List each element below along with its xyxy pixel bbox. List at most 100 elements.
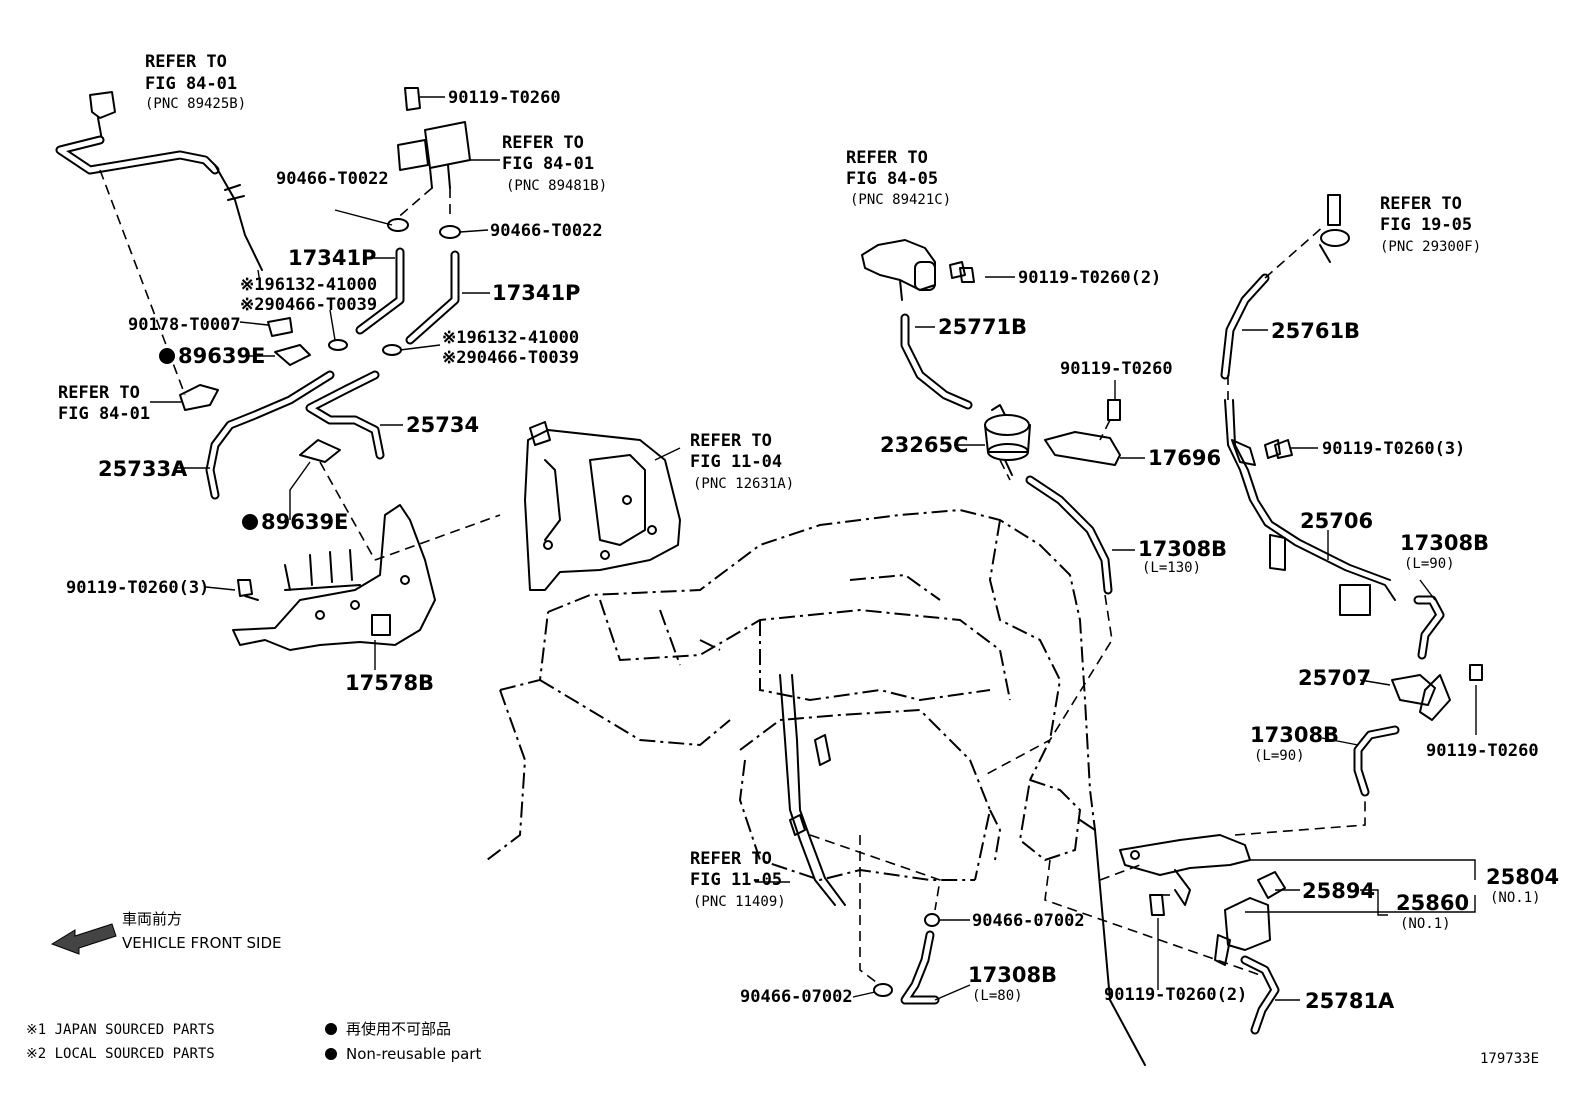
bolt-top-label: 90119-T0260 — [448, 88, 561, 108]
ref-84-01-left-l2: FIG 84-01 — [58, 404, 150, 424]
callout-labels: REFER TO FIG 84-01 (PNC 89425B) 90119-T0… — [58, 52, 1559, 1013]
nonreuse-en-label: Non-reusable part — [346, 1045, 481, 1063]
ref-84-01-top-l3: (PNC 89425B) — [145, 96, 246, 112]
ref-11-04-l1: REFER TO — [690, 431, 772, 451]
engine-outline — [486, 508, 1146, 1066]
timing-cover-bracket — [524, 421, 681, 591]
ref-11-05-l2: FIG 11-05 — [690, 870, 782, 890]
bolt-far-right-label: 90119-T0260 — [1426, 741, 1539, 761]
legend: 車両前方 VEHICLE FRONT SIDE ※1 JAPAN SOURCED… — [26, 910, 1539, 1067]
hose-17308b-90b-len: (L=90) — [1254, 748, 1305, 764]
note2-label: ※2 LOCAL SOURCED PARTS — [26, 1046, 215, 1062]
ref-84-05-l2: FIG 84-05 — [846, 169, 938, 189]
filter-23265c — [984, 404, 1031, 476]
hose-25771b-label: 25771B — [938, 315, 1027, 339]
hose-25771b — [900, 313, 973, 410]
hose-17308b-80-len: (L=80) — [972, 988, 1023, 1004]
clamp-right-label: 90466-T0022 — [490, 221, 603, 241]
gasket-25894-label: 25894 — [1302, 879, 1375, 903]
front-jp-label: 車両前方 — [122, 910, 182, 928]
filter-23265c-label: 23265C — [880, 433, 968, 457]
ref-84-01-mid-l1: REFER TO — [502, 133, 584, 153]
ref-11-04-l3: (PNC 12631A) — [693, 476, 794, 492]
bracket-17578b-label: 17578B — [345, 671, 434, 695]
hose-17308b-90a-len: (L=90) — [1404, 556, 1455, 572]
front-en-label: VEHICLE FRONT SIDE — [122, 934, 282, 952]
bracket-17696 — [1044, 399, 1121, 466]
left-sensor — [55, 91, 263, 271]
note-left-2: ※290466-T0039 — [240, 295, 377, 315]
ref-84-01-mid-l3: (PNC 89481B) — [506, 178, 607, 194]
hose-17308b-90b — [1353, 725, 1400, 797]
valve-25804-sub: (NO.1) — [1490, 890, 1541, 906]
hose-25781a-label: 25781A — [1305, 989, 1395, 1013]
note1-label: ※1 JAPAN SOURCED PARTS — [26, 1022, 215, 1038]
clamp-07002-b-label: 90466-07002 — [740, 987, 853, 1007]
nonreusable-legend-dot-icon-2 — [325, 1048, 337, 1060]
bolt-sensor-label: 90119-T0260(2) — [1018, 268, 1161, 288]
hose-25781a — [1240, 955, 1280, 1035]
ref-84-01-mid-l2: FIG 84-01 — [502, 154, 594, 174]
ref-84-01-top-l1: REFER TO — [145, 52, 227, 72]
hose-17308b-130-label: 17308B — [1138, 537, 1227, 561]
vsv-top — [387, 87, 471, 239]
ref-11-05-l3: (PNC 11409) — [693, 894, 786, 910]
clamp-07002-a-label: 90466-07002 — [972, 911, 1085, 931]
dash-links — [99, 169, 1326, 776]
front-arrow-icon — [50, 923, 117, 955]
hose-17308b-80-label: 17308B — [968, 963, 1057, 987]
valve-assembly-25804 — [1119, 834, 1286, 966]
bolt-icons — [237, 261, 1281, 601]
note-left-1: ※196132-41000 — [240, 275, 377, 295]
bracket-25707-label: 25707 — [1298, 666, 1371, 690]
ref-84-01-left-l1: REFER TO — [58, 383, 140, 403]
ref-84-05-l3: (PNC 89421C) — [850, 192, 951, 208]
valve-25804-label: 25804 — [1486, 865, 1559, 889]
hoses-17341p — [328, 247, 460, 356]
ref-11-04-l2: FIG 11-04 — [690, 452, 782, 472]
bracket-17578b — [232, 504, 436, 651]
clip-90178-label: 90178-T0007 — [128, 315, 241, 335]
note-right-1: ※196132-41000 — [442, 328, 579, 348]
hose-17308b-90a — [1413, 595, 1445, 660]
bolt-bottom-label: 90119-T0260(2) — [1104, 985, 1247, 1005]
nonreuse-jp-label: 再使用不可部品 — [346, 1020, 451, 1038]
lower-dash-links — [809, 800, 1366, 986]
hose-17308b-130 — [1025, 475, 1113, 595]
pipes-25733a-25734 — [179, 317, 385, 500]
valve-25860-sub: (NO.1) — [1400, 916, 1451, 932]
hose-17308b-90a-label: 17308B — [1400, 531, 1489, 555]
pipe-25706-label: 25706 — [1300, 509, 1373, 533]
hose-17308b-90b-label: 17308B — [1250, 723, 1339, 747]
bolt-mid-label: 90119-T0260 — [1060, 359, 1173, 379]
nonreusable-legend-dot-icon — [325, 1023, 337, 1035]
hose-17308b-80 — [873, 913, 940, 1005]
ref-19-05-l2: FIG 19-05 — [1380, 215, 1472, 235]
ref-19-05-l1: REFER TO — [1380, 194, 1462, 214]
clamp-left-label: 90466-T0022 — [276, 169, 389, 189]
leaders — [150, 96, 1477, 1001]
ref-84-01-top-l2: FIG 84-01 — [145, 74, 237, 94]
bolt-right-label: 90119-T0260(3) — [1322, 439, 1465, 459]
ref-11-05-l1: REFER TO — [690, 849, 772, 869]
hose-17341p-left-label: 17341P — [288, 246, 376, 270]
bracket-89639e-top-label: 89639E — [178, 344, 265, 368]
sensor-84-05 — [861, 239, 975, 301]
valve-25860-label: 25860 — [1396, 891, 1469, 915]
note-right-2: ※290466-T0039 — [442, 348, 579, 368]
dipstick-11-05 — [779, 674, 846, 906]
pipe-25734-label: 25734 — [406, 413, 479, 437]
hose-17341p-right-label: 17341P — [492, 281, 580, 305]
bracket-25707 — [1391, 664, 1483, 721]
nonreusable-dot-icon — [159, 348, 175, 364]
pipe-25733a-label: 25733A — [98, 457, 188, 481]
bracket-89639e-bottom-label: 89639E — [261, 510, 348, 534]
hose-17308b-130-len: (L=130) — [1142, 560, 1201, 576]
right-assembly — [1220, 194, 1396, 616]
nonreusable-dot-icon-2 — [242, 514, 258, 530]
hose-25761b-label: 25761B — [1271, 319, 1360, 343]
figure-id-label: 179733E — [1480, 1051, 1539, 1067]
ref-19-05-l3: (PNC 29300F) — [1380, 239, 1481, 255]
bracket-17696-label: 17696 — [1148, 446, 1221, 470]
